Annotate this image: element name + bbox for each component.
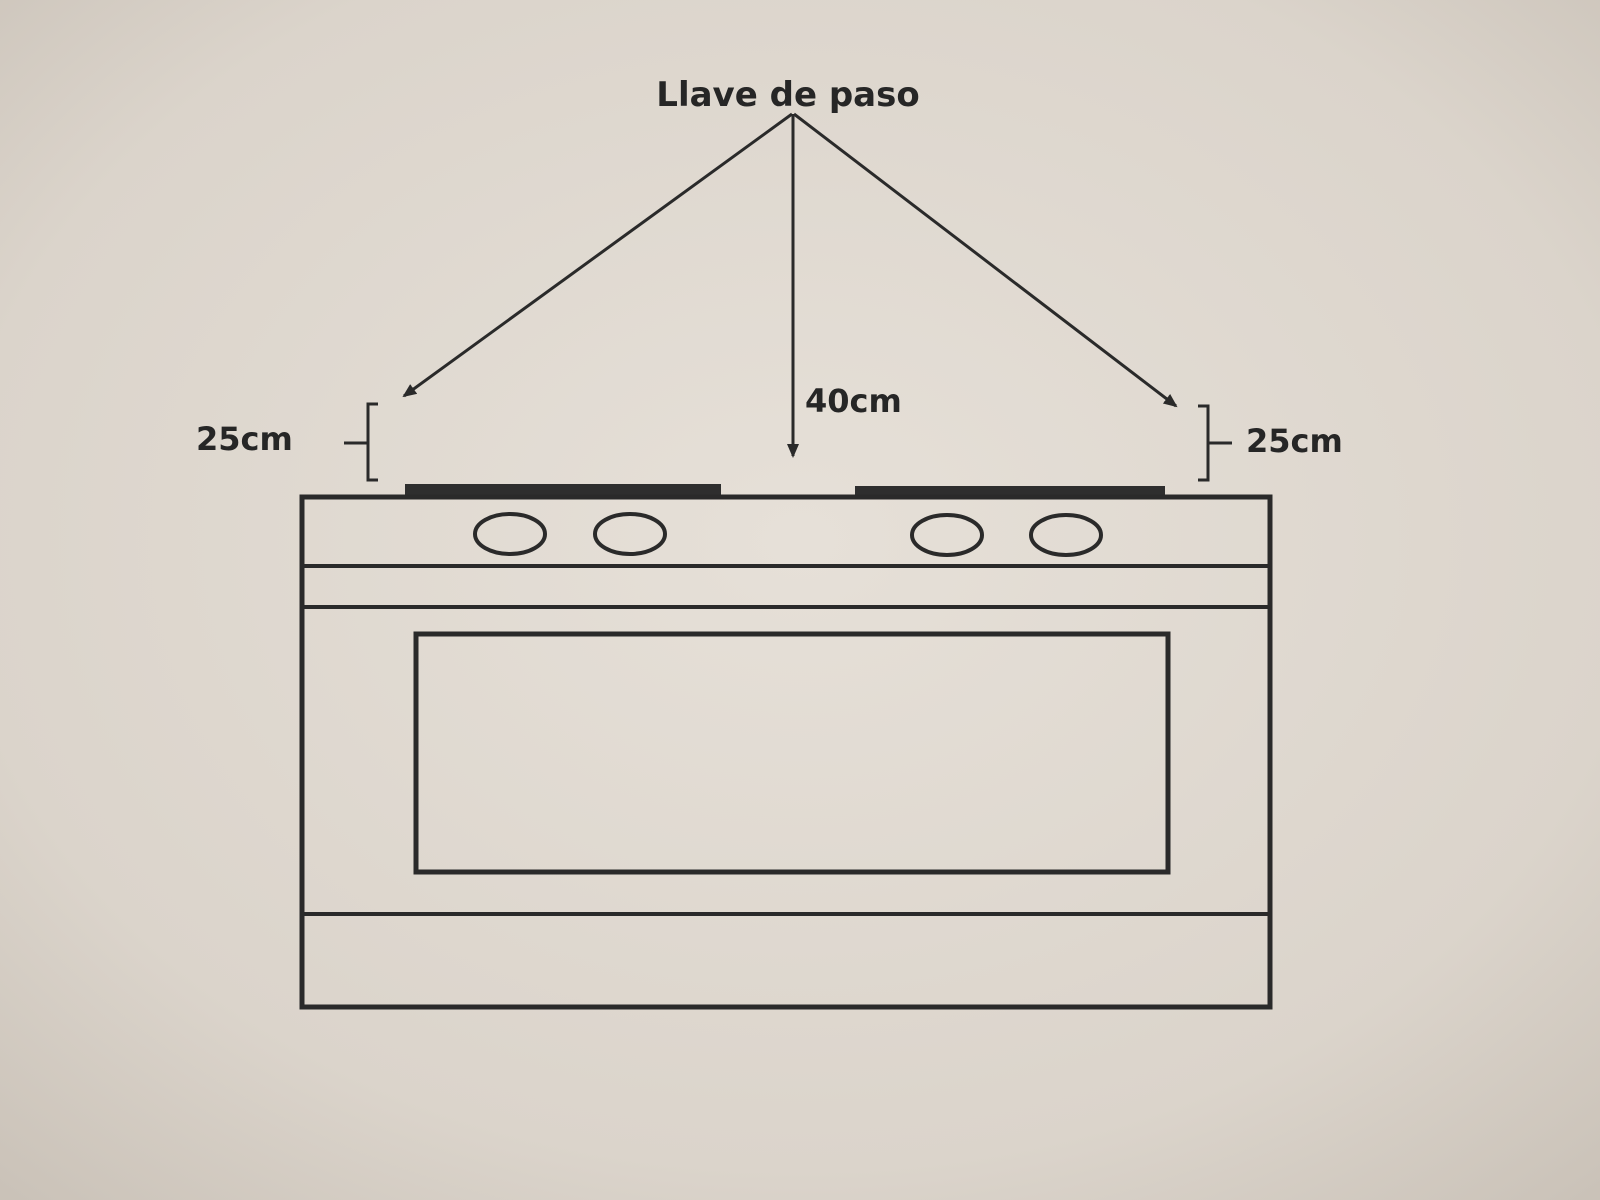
left-clearance-bracket (344, 402, 378, 482)
right-cooktop-grate (855, 486, 1165, 497)
left-cooktop-grate (405, 484, 721, 495)
oven-window (413, 631, 1171, 875)
knob-2 (593, 512, 667, 556)
arrow-to-right-clearance (793, 112, 1178, 408)
right-clearance-label: 25cm (1246, 422, 1343, 460)
left-clearance-label: 25cm (196, 420, 293, 458)
knob-3 (910, 513, 984, 557)
right-clearance-bracket (1198, 404, 1232, 482)
center-clearance-label: 40cm (805, 382, 902, 420)
knob-4 (1029, 513, 1103, 557)
knob-1 (473, 512, 547, 556)
diagram-title: Llave de paso (656, 75, 919, 115)
stove (299, 484, 1273, 1010)
arrow-to-left-clearance (402, 112, 793, 398)
stove-body (299, 494, 1273, 1010)
